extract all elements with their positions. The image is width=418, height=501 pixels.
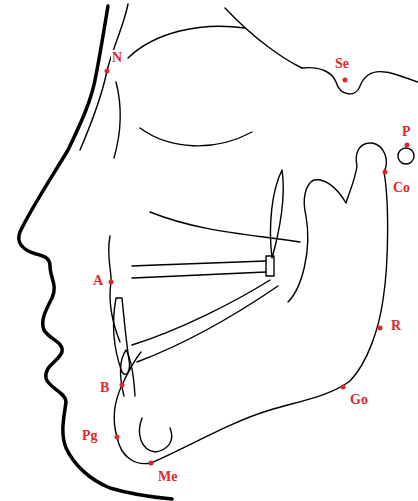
maxilla-anterior [109, 236, 120, 342]
zygomatic-ridge [150, 212, 300, 242]
landmark-dot [341, 385, 346, 390]
landmark-dot [115, 435, 120, 440]
landmark-dot [405, 143, 410, 148]
lower-occlusal-line [137, 286, 278, 362]
landmark-dot [149, 461, 154, 466]
landmark-label: Me [157, 469, 178, 484]
landmark-dot [109, 280, 114, 285]
landmark-label: Go [349, 392, 369, 407]
palatal-plane-lower [132, 272, 266, 278]
landmark-label: Se [334, 56, 350, 71]
orbit-roof [128, 26, 245, 58]
frontal-nasal-bone [80, 4, 128, 150]
landmark-dot [383, 170, 388, 175]
landmark-dot [378, 326, 383, 331]
soft-tissue-profile [19, 6, 172, 499]
palatal-plane-upper [132, 261, 266, 266]
landmark-label: B [99, 380, 110, 395]
mandible-outline [114, 172, 387, 464]
landmark-label: N [111, 50, 123, 65]
landmark-dot [120, 383, 125, 388]
occlusal-block [266, 256, 274, 276]
landmark-label: Pg [81, 428, 99, 443]
landmark-dot [105, 69, 110, 74]
symphysis-inner [140, 418, 172, 452]
landmark-label: R [390, 318, 402, 333]
nasal-inner-line [114, 82, 120, 158]
sella-turcica [302, 68, 418, 94]
cranial-base [225, 8, 302, 68]
landmark-label: Co [392, 180, 411, 195]
orbit-floor [140, 128, 252, 146]
mandible-ramus-front [288, 143, 386, 302]
upper-occlusal-line [132, 280, 270, 345]
pterygomaxillary-fissure [270, 170, 283, 258]
porion-ring [398, 148, 414, 164]
landmark-dot [343, 78, 348, 83]
landmark-label: A [92, 273, 104, 288]
landmark-label: P [401, 124, 412, 139]
